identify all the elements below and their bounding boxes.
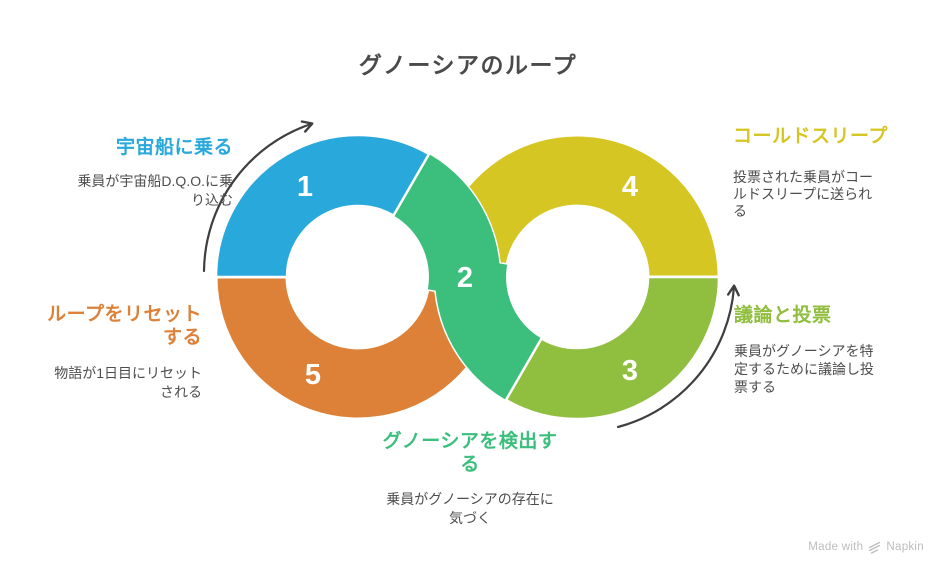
napkin-logo-icon <box>869 541 881 554</box>
napkin-badge[interactable]: Made with Napkin <box>808 540 924 554</box>
step-1-description: 乗員が宇宙船D.Q.O.に乗 り込む <box>28 172 233 210</box>
segment-1-board-ship <box>214 133 431 279</box>
step-5-title-line: する <box>162 327 202 348</box>
step-4-title: コールドスリープ <box>733 125 908 148</box>
segment-5-number: 5 <box>305 359 321 391</box>
step-4-desc-line: 投票された乗員がコー <box>733 169 873 185</box>
step-4-desc-line: る <box>733 203 747 219</box>
step-2-title: グノーシアを検出す る <box>350 430 590 476</box>
step-4-description: 投票された乗員がコー ルドスリープに送られ る <box>733 169 908 220</box>
made-with-text: Made with <box>808 541 864 553</box>
step-2-title-line: グノーシアを検出す <box>382 431 558 452</box>
step-3-title-line: 議論と投票 <box>734 305 832 326</box>
step-1-desc-line: 乗員が宇宙船D.Q.O.に乗 <box>77 173 233 189</box>
step-1-desc-line: り込む <box>191 192 233 208</box>
step-1-title: 宇宙船に乗る <box>28 136 233 159</box>
cycle-arrow-top-left <box>202 120 314 273</box>
step-5-title: ループをリセット する <box>30 303 202 349</box>
step-3-label-block: 議論と投票 乗員がグノーシアを特 定するために議論し投 票する <box>734 304 909 396</box>
step-4-label-block: コールドスリープ 投票された乗員がコー ルドスリープに送られ る <box>733 125 908 220</box>
step-4-desc-line: ルドスリープに送られ <box>733 186 873 202</box>
page-title: グノーシアのループ <box>358 52 578 78</box>
cycle-arrow-bottom-right <box>616 284 740 429</box>
step-5-desc-line: 物語が1日目にリセット <box>54 365 202 381</box>
segment-1-number: 1 <box>297 171 313 203</box>
step-3-desc-line: 定するために議論し投 <box>734 361 874 377</box>
napkin-brand-text: Napkin <box>886 541 924 553</box>
segment-3-discuss-vote <box>504 275 721 421</box>
step-5-title-line: ループをリセット <box>47 304 202 325</box>
step-1-label-block: 宇宙船に乗る 乗員が宇宙船D.Q.O.に乗 り込む <box>28 136 233 210</box>
segment-2-number: 2 <box>457 262 473 294</box>
step-3-desc-line: 票する <box>734 379 776 395</box>
segment-3-number: 3 <box>622 355 638 387</box>
segment-2-detect-right-arc <box>435 252 542 400</box>
step-3-title: 議論と投票 <box>734 304 909 327</box>
step-5-desc-line: される <box>160 384 202 400</box>
segment-5-reset-loop <box>214 275 469 421</box>
step-2-label-block: グノーシアを検出す る 乗員がグノーシアの存在に 気づく <box>350 430 590 528</box>
segment-4-cold-sleep <box>466 133 721 279</box>
step-2-desc-line: 気づく <box>449 510 491 526</box>
step-5-label-block: ループをリセット する 物語が1日目にリセット される <box>30 303 202 402</box>
step-2-title-line: る <box>460 454 480 475</box>
step-4-title-line: コールドスリープ <box>733 126 888 147</box>
step-2-desc-line: 乗員がグノーシアの存在に <box>386 491 554 507</box>
step-3-description: 乗員がグノーシアを特 定するために議論し投 票する <box>734 342 909 396</box>
step-5-description: 物語が1日目にリセット される <box>30 364 202 402</box>
segment-4-number: 4 <box>622 171 638 203</box>
step-1-title-line: 宇宙船に乗る <box>115 137 233 158</box>
step-3-desc-line: 乗員がグノーシアを特 <box>734 343 874 359</box>
step-2-description: 乗員がグノーシアの存在に 気づく <box>350 490 590 528</box>
